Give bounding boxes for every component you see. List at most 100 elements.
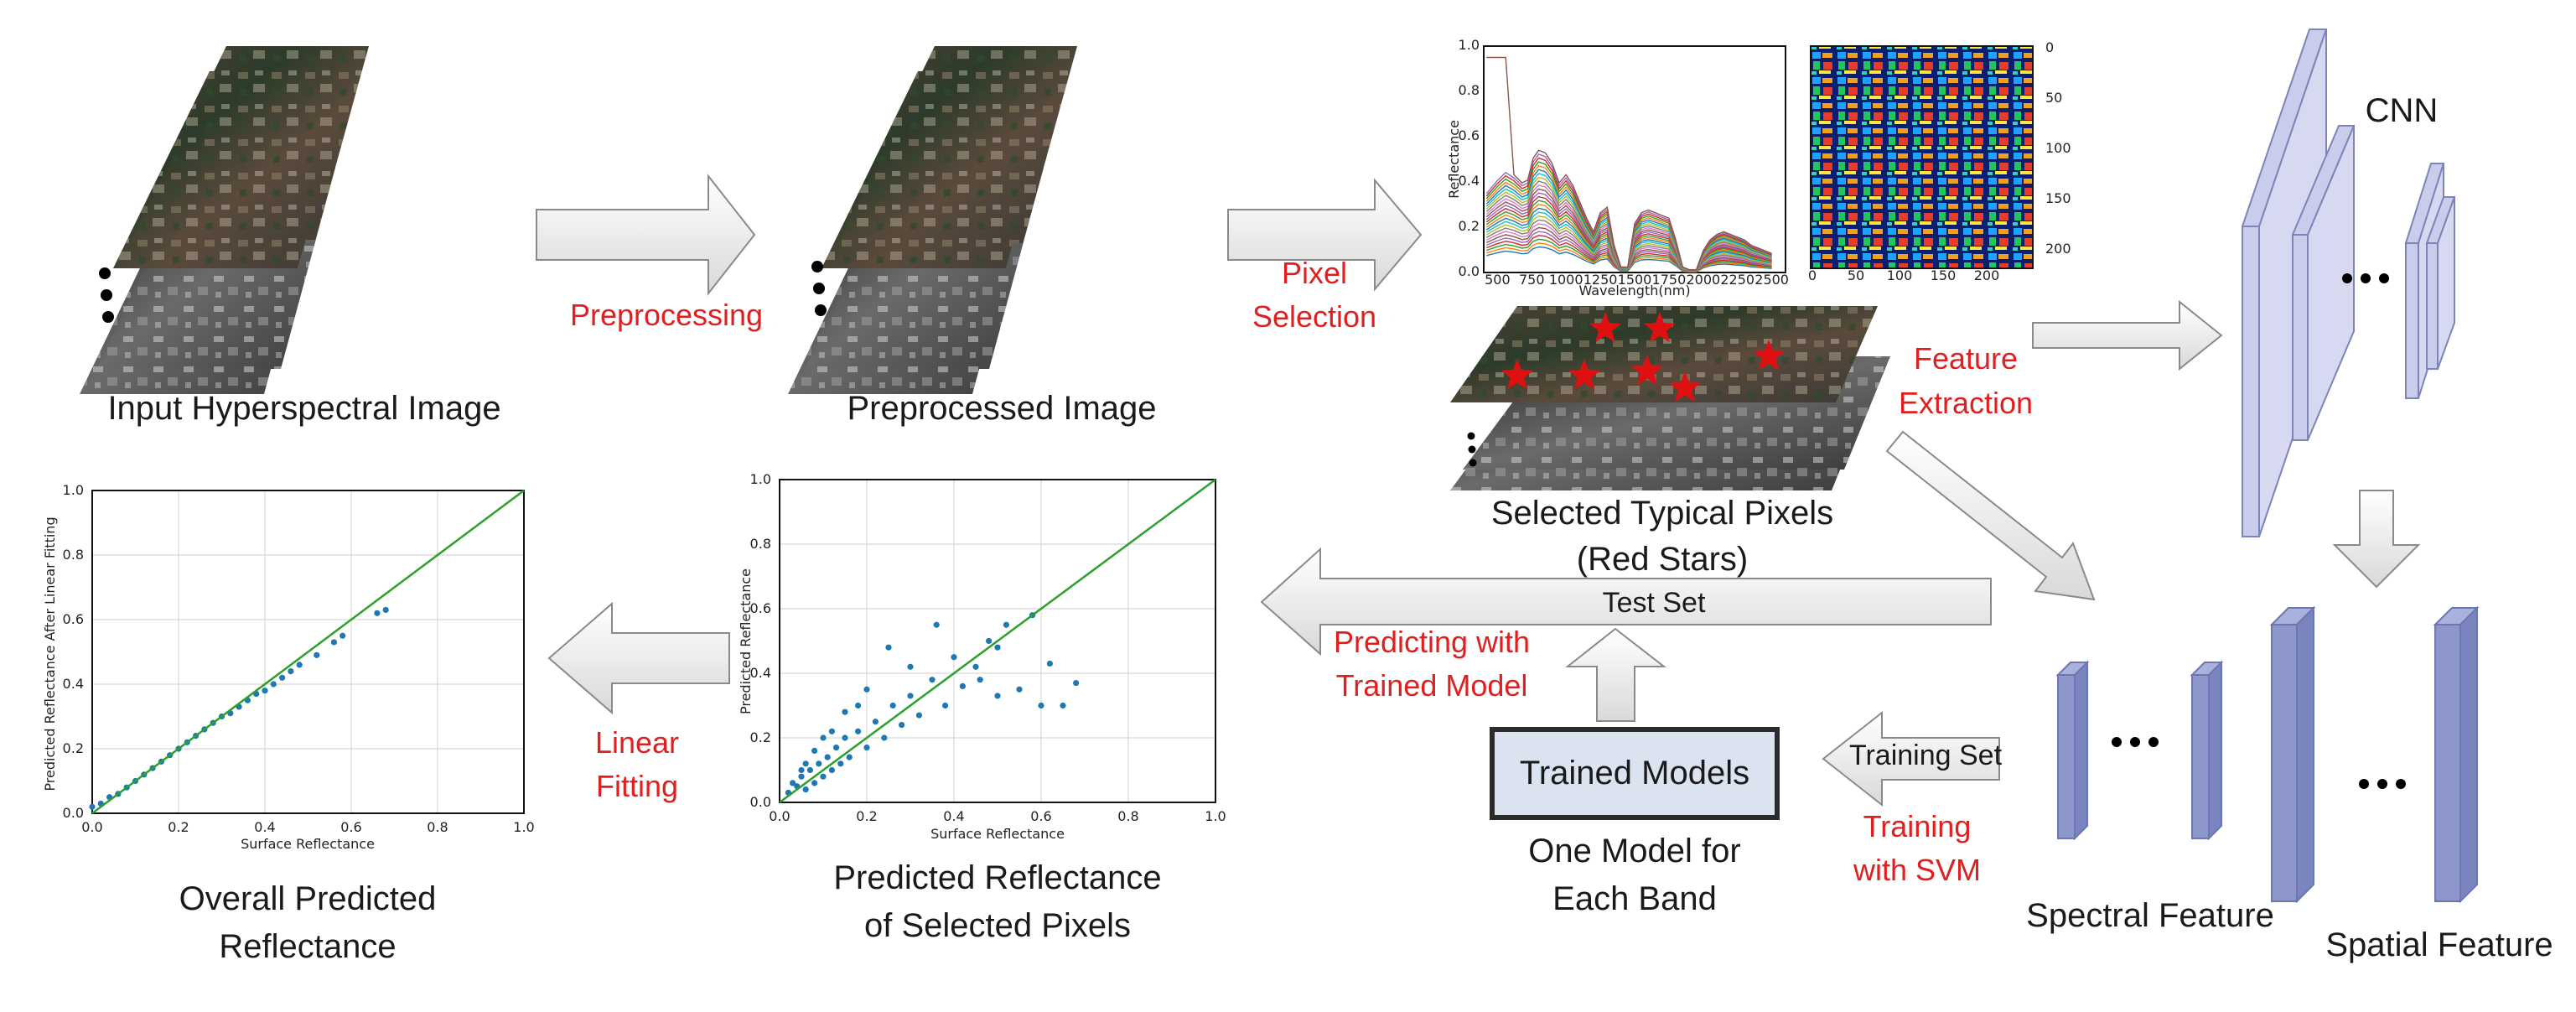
scatter-point	[802, 786, 809, 793]
scatter-point	[915, 712, 922, 719]
input-image-label: Input Hyperspectral Image	[107, 390, 500, 427]
y-tick-label: 0.8	[750, 536, 771, 552]
y-tick-label: 0	[2045, 39, 2054, 55]
preprocessed-image-stack	[788, 46, 1077, 394]
red-star-markers	[1501, 312, 1785, 402]
each-band-label: Each Band	[1552, 880, 1717, 917]
ellipsis-dot	[2377, 779, 2387, 789]
scatter-point	[824, 754, 831, 760]
scatter-point	[1073, 679, 1080, 687]
scatter-point	[811, 780, 818, 786]
y-tick-label: 0.2	[750, 729, 771, 745]
scatter-point	[994, 693, 1001, 699]
scatter-point	[820, 734, 827, 741]
y-tick-label: 0.0	[750, 794, 771, 810]
y-tick-label: 0.8	[1459, 82, 1480, 98]
input-image-stack	[80, 46, 369, 394]
x-tick-label: 50	[1848, 267, 1864, 283]
scatter-point	[89, 803, 96, 810]
y-tick-label: 0.0	[63, 805, 84, 821]
scatter-point	[330, 639, 337, 646]
predicted-selected-sublabel: of Selected Pixels	[864, 907, 1131, 944]
x-tick-label: 100	[1887, 267, 1913, 283]
y-tick-label: 0.2	[63, 740, 84, 756]
scatter-point	[802, 760, 809, 767]
y-tick-label: 1.0	[63, 482, 84, 498]
scatter2-x-axis-label: Surface Reflectance	[241, 836, 375, 852]
x-tick-label: 2000	[1686, 272, 1720, 288]
y-tick-label: 0.6	[750, 600, 771, 616]
scatter-point	[339, 632, 346, 639]
scatter-point	[1060, 702, 1066, 709]
x-tick-label: 750	[1519, 272, 1545, 288]
y-tick-label: 0.6	[1459, 127, 1480, 143]
x-tick-label: 200	[1974, 267, 2000, 283]
scatter-point	[986, 637, 993, 645]
x-tick-label: 0	[1808, 267, 1817, 283]
scatter-point	[1003, 621, 1009, 628]
arrow-cnn-down	[2332, 490, 2421, 589]
arrow-test-set	[1260, 547, 1992, 657]
scatter-point	[951, 654, 957, 661]
x-tick-label: 2500	[1754, 272, 1789, 288]
spectral-x-axis-label: Wavelength(nm)	[1578, 283, 1690, 298]
scatter-point	[907, 663, 914, 670]
arrow-preprocessing	[536, 174, 756, 296]
scatter-point	[846, 754, 853, 760]
step-feature-label: Feature	[1914, 341, 2018, 376]
scatter-point	[977, 677, 983, 683]
spatial-feature-blocks	[2269, 605, 2480, 904]
red-star	[1669, 371, 1701, 402]
x-tick-label: 0.6	[1030, 808, 1051, 824]
step-extraction-label: Extraction	[1899, 386, 2033, 420]
step-predicting-label: Predicting with	[1334, 625, 1530, 659]
scatter-point	[959, 682, 966, 690]
selected-pixels-stack	[1450, 306, 1890, 490]
red-star	[1631, 355, 1663, 386]
scatter-points	[785, 612, 1080, 797]
x-tick-label: 0.0	[81, 819, 102, 835]
red-star	[1501, 359, 1533, 390]
selected-pixels-label: Selected Typical Pixels	[1491, 495, 1833, 532]
scatter-points	[89, 606, 389, 810]
scatter2-y-axis-label: Predicted Reflectance After Linear Fitti…	[42, 516, 58, 791]
trained-models-box	[1490, 727, 1780, 820]
x-tick-label: 2250	[1720, 272, 1754, 288]
selected-pixels-sublabel: (Red Stars)	[1577, 541, 1749, 578]
y-tick-label: 50	[2045, 90, 2062, 106]
ellipsis-dot	[2112, 737, 2122, 747]
scatter-point	[881, 734, 888, 741]
y-tick-label: 0.4	[750, 665, 771, 681]
step-preprocessing: Preprocessing	[570, 298, 763, 332]
scatter-point	[837, 760, 844, 767]
scatter-point	[855, 728, 862, 734]
y-tick-label: 0.6	[63, 611, 84, 627]
x-tick-label: 1.0	[1205, 808, 1226, 824]
scatter1-y-axis-label: Predicted Reflectance	[738, 568, 754, 714]
scatter-point	[262, 688, 268, 694]
scatter-point	[833, 744, 840, 751]
x-tick-label: 0.2	[856, 808, 877, 824]
step-linear-label: Linear	[595, 725, 679, 760]
scatter-point	[842, 734, 848, 741]
scatter-point	[885, 644, 892, 651]
scatter-point	[933, 621, 940, 628]
x-tick-label: 1000	[1549, 272, 1583, 288]
x-tick-label: 1.0	[513, 819, 534, 835]
scatter-point	[929, 677, 936, 683]
spectral-feature-blocks	[2055, 660, 2224, 841]
spectral-curves	[1485, 56, 1772, 272]
y-tick-label: 1.0	[750, 471, 771, 487]
preprocessed-image-label: Preprocessed Image	[847, 390, 1156, 427]
scatter-point	[872, 719, 879, 725]
scatter-point	[820, 773, 827, 780]
arrow-pixel-selection	[1227, 178, 1423, 292]
step-trained-model-label: Trained Model	[1336, 668, 1528, 703]
x-tick-label: 0.8	[427, 819, 448, 835]
ellipsis-dot	[2396, 779, 2406, 789]
x-tick-label: 500	[1485, 272, 1511, 288]
reference-line	[779, 478, 1216, 804]
scatter-point	[863, 744, 870, 751]
